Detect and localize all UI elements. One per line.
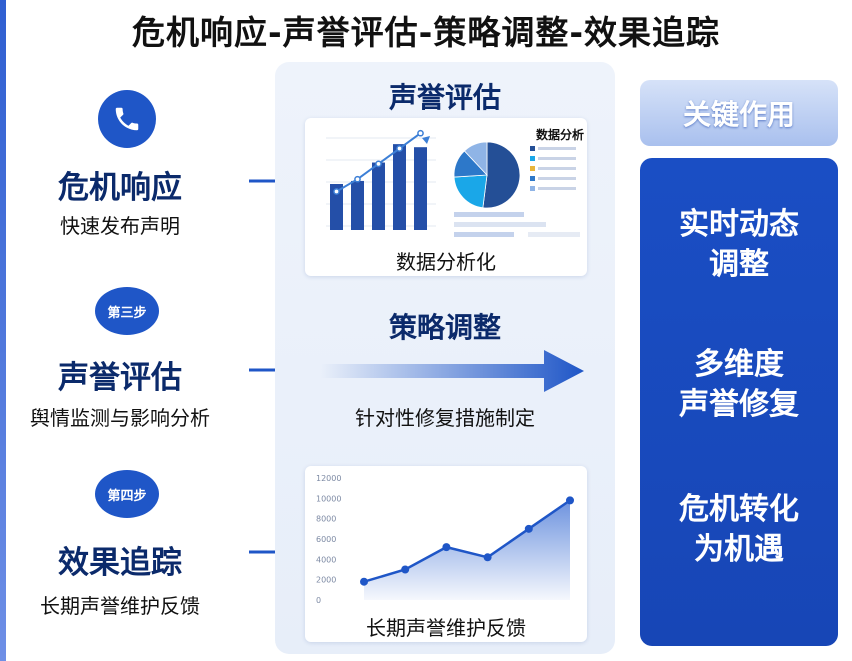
left-edge-accent xyxy=(0,0,6,661)
strategy-caption: 针对性修复措施制定 xyxy=(355,406,535,430)
area-y-ticks: 12000 10000 8000 6000 4000 2000 0 xyxy=(316,474,341,605)
area-point xyxy=(524,524,533,533)
area-chart: 12000 10000 8000 6000 4000 2000 0 xyxy=(316,474,574,605)
step-assessment-title: 声誉评估 xyxy=(58,360,182,396)
area-point xyxy=(483,553,492,562)
area-points xyxy=(360,496,574,586)
bar xyxy=(372,162,385,230)
pie-chart-title: 数据分析 xyxy=(536,128,585,142)
bar-line-chart xyxy=(326,129,436,230)
bar-series xyxy=(330,144,427,230)
y-tick-label: 6000 xyxy=(316,535,336,544)
step-four-badge: 第四步 xyxy=(95,470,159,518)
bar xyxy=(330,184,343,230)
strategy-arrow xyxy=(320,350,584,392)
step-response-title: 危机响应 xyxy=(58,170,182,206)
pie-slice xyxy=(463,141,488,177)
area-point xyxy=(566,496,574,505)
summary-bars xyxy=(454,212,580,237)
role-item: 声誉修复 xyxy=(679,387,799,422)
bar xyxy=(393,144,406,230)
y-tick-label: 12000 xyxy=(316,474,341,483)
pie-slice xyxy=(453,174,488,209)
bar xyxy=(351,180,364,230)
trend-point xyxy=(396,145,403,152)
trend-point xyxy=(375,160,382,168)
bar xyxy=(414,147,427,230)
role-item: 多维度 xyxy=(694,347,784,382)
area-line xyxy=(363,499,571,583)
y-tick-label: 10000 xyxy=(316,494,341,503)
role-item: 调整 xyxy=(709,247,769,282)
area-point xyxy=(442,543,451,552)
area-point xyxy=(401,565,410,574)
pie-legend xyxy=(530,146,576,191)
analysis-caption: 数据分析化 xyxy=(396,250,496,274)
phone-step-badge xyxy=(98,90,156,148)
trend-point xyxy=(417,129,424,137)
assessment-heading: 声誉评估 xyxy=(388,81,501,114)
role-item: 危机转化 xyxy=(679,492,799,527)
trend-points xyxy=(333,129,424,195)
strategy-heading: 策略调整 xyxy=(388,311,501,344)
pie-slices xyxy=(453,141,521,209)
key-role-heading: 关键作用 xyxy=(640,80,838,146)
phone-icon xyxy=(115,107,139,131)
pie-chart xyxy=(453,141,521,209)
area-fill xyxy=(364,500,570,600)
step-assessment-sub: 舆情监测与影响分析 xyxy=(30,406,210,430)
step-response-sub: 快速发布声明 xyxy=(60,214,180,238)
step-four-badge-label: 第四步 xyxy=(107,488,147,504)
role-item: 实时动态 xyxy=(679,207,799,242)
key-role-panel xyxy=(640,158,838,646)
step-tracking-title: 效果追踪 xyxy=(58,545,182,581)
y-tick-label: 8000 xyxy=(316,515,336,524)
pie-slice xyxy=(482,141,521,209)
tracking-caption: 长期声誉维护反馈 xyxy=(366,616,526,640)
step-three-badge-label: 第三步 xyxy=(107,305,147,321)
step-three-badge: 第三步 xyxy=(95,287,159,335)
y-tick-label: 2000 xyxy=(316,576,336,585)
y-tick-label: 0 xyxy=(316,596,321,605)
y-tick-label: 4000 xyxy=(316,555,336,564)
page-title: 危机响应-声誉评估-策略调整-效果追踪 xyxy=(131,13,721,52)
trend-point xyxy=(333,188,340,195)
step-tracking-sub: 长期声誉维护反馈 xyxy=(40,594,200,618)
trend-point xyxy=(354,175,361,183)
area-point xyxy=(360,577,368,586)
trend-arrowhead xyxy=(422,136,430,144)
role-item: 为机遇 xyxy=(694,532,784,567)
